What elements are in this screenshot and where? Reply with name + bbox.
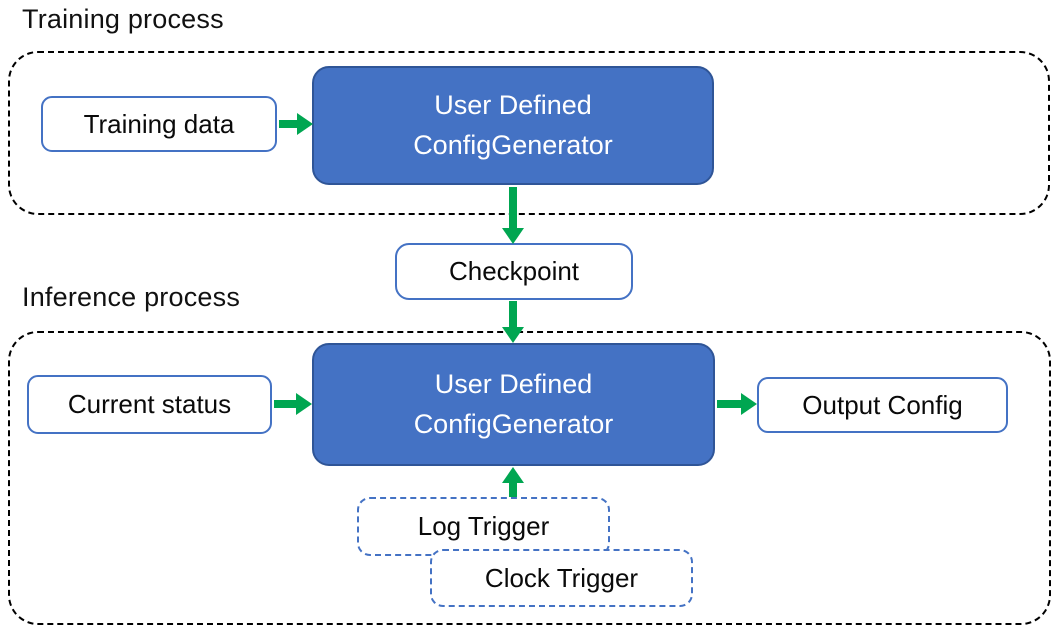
current-status-label: Current status: [67, 389, 232, 419]
inference-config-generator-box: User Defined ConfigGenerator: [312, 343, 715, 466]
training-config-generator-label-line2: ConfigGenerator: [413, 129, 613, 160]
clock-trigger-label: Clock Trigger: [484, 562, 639, 593]
training-data-label: Training data: [83, 108, 235, 139]
checkpoint-box: Checkpoint: [395, 243, 633, 300]
training-config-generator-label-line1: User Defined: [434, 90, 592, 121]
training-config-generator-box: User Defined ConfigGenerator: [312, 66, 714, 185]
output-config-box: Output Config: [757, 377, 1008, 433]
output-config-label: Output Config: [802, 389, 963, 420]
log-trigger-box: Log Trigger: [357, 497, 610, 556]
checkpoint-label: Checkpoint: [448, 256, 580, 286]
training-process-container: [8, 51, 1050, 215]
inference-process-title: Inference process: [22, 282, 241, 312]
current-status-box: Current status: [27, 375, 272, 434]
log-trigger-label: Log Trigger: [417, 511, 550, 541]
inference-config-generator-label-line2: ConfigGenerator: [413, 408, 614, 439]
training-process-title: Training process: [22, 4, 224, 34]
training-data-box: Training data: [41, 96, 277, 152]
inference-config-generator-label-line1: User Defined: [434, 369, 593, 400]
clock-trigger-box: Clock Trigger: [430, 549, 693, 607]
inference-process-container: [8, 331, 1051, 625]
